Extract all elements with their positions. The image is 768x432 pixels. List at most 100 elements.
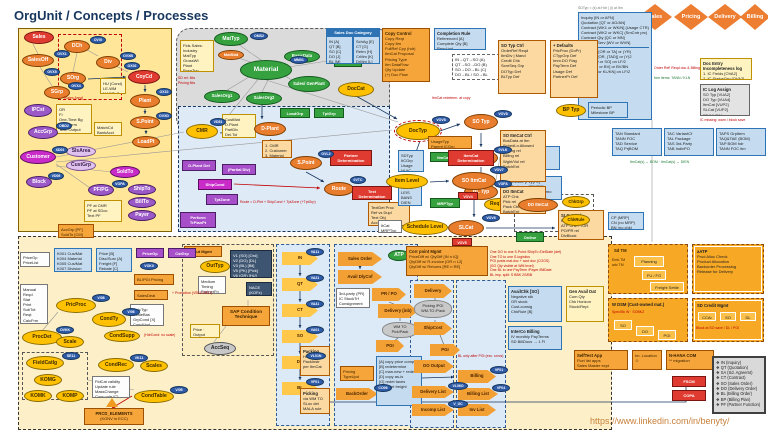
tcode-salesoff: OVX1 (54, 50, 70, 58)
arrow-backorder: BackOrder (336, 388, 378, 400)
tcode-vk11: VK11 (130, 354, 148, 362)
author-url-link[interactable]: https://www.linkedin.com/in/benyty/ (590, 416, 730, 426)
shipcond-label: ShipCond (205, 181, 225, 187)
corr-mgmt-lines: PriceDiff w/ QtyDiff [IN n IQ] QtyDiff w… (409, 253, 463, 270)
org-box3: HU (Cond) LE-WM MASSLG (100, 78, 126, 94)
location-label: Im. Location ☺ (635, 352, 657, 363)
accgrp-pf-lines: AccGrp [PF] SoldTo [CM] (61, 226, 83, 237)
node-komp: KOMP (56, 390, 84, 402)
shipcond-box: ShipCond (198, 179, 232, 190)
corr-mgmt-title: Corr point Mgmt (409, 248, 442, 254)
condtype-ctrl-lines: CalcTyp ScaleBas GrpCond [X] CondUpd (133, 306, 156, 326)
node-matstat: MatStat (218, 50, 244, 60)
node-accseq: AccSeq (204, 342, 236, 355)
copy-control-box: Copy Control Copy Reqt Copy Itm FullRef … (382, 28, 430, 82)
node-chkrule: ChkRule (562, 214, 590, 226)
cust-pricing-box: PriceGp PriceList (20, 252, 50, 267)
arrow-inbound-delivery: Delivery (inb) (378, 304, 418, 318)
availcheck-box: AvailChk [SO] Negative stk GR stock Cust… (508, 286, 562, 322)
node-soldto: SoldTo (110, 166, 140, 178)
tcode-vf01: VF01 (306, 378, 324, 386)
so-itmcat-ctrl-box: SO ItmCat Ctrl BusData at Itm SchedLn Al… (500, 130, 546, 182)
ic-note: IC missing: warn / block save (700, 118, 746, 122)
tcode-cmr: VD51 (210, 118, 226, 126)
itmcat-examples2: TAC VariantCf TAL Package TAS 3rd-Party … (664, 128, 714, 156)
node-pricproc: PricProc (56, 298, 96, 313)
arrow-shipcost: ShipCost (414, 322, 452, 335)
mrptyp-box: MRPTyp (430, 198, 460, 208)
itmcat-green-notes: ItmCat(s) ↔ BOM · ItmCat(s) ↔ DIEN (630, 160, 690, 164)
tcode-route: 0VTC (350, 176, 366, 184)
node-sgrp: SGrp (44, 86, 70, 99)
billing-red-note: BL only after PGI (exc. srvcs) (458, 354, 504, 358)
material-fields-box: Flds Sales: Industry MatTyp GrossWt Plan… (180, 40, 214, 72)
condrec-rules-lines: FldCat validity Update rule MassChange C… (95, 378, 121, 398)
node-sales: Sales (24, 31, 54, 44)
aatp-lines: Prod Alloc Check Product Allocation Back… (697, 253, 737, 275)
selftest-box: SelfTest App Fiori list apps Sales Maste… (574, 350, 628, 370)
tm-chevron-fu: FU / FO (642, 270, 666, 280)
dplant-priority-lines: 1. CMR 2. Customer 3. Material (265, 142, 287, 158)
org-box3-lines: HU (Cond) LE-WM MASSLG (103, 80, 123, 94)
tcode-vl01n: VL01N (306, 352, 326, 360)
bp-types-lines: Periodic BP Milestone BP (591, 104, 615, 115)
dsm-title-box: W DSM (Cust-owned mat.) (610, 300, 686, 309)
node-block: Block (26, 176, 52, 188)
tm-chevron-settle-label: Freight Settle (655, 284, 679, 290)
availcheck-title: AvailChk [SO] (511, 288, 539, 294)
node-slsarea: SlsArea (66, 146, 96, 157)
node-doctyp: DocTyp (394, 120, 442, 142)
tcode-sorg: OVX5 (44, 68, 60, 76)
legend-box: ❖ IN (Inquiry) ❖ QT (Quotation) ❖ SA (Sd… (712, 356, 766, 414)
ic-inputs-box: SDTyp ItCGrp Usage HLItC (398, 150, 424, 172)
aatp-title: aATP (697, 248, 708, 254)
itmcat-examples2-lines: TAC VariantCf TAL Package TAS 3rd-Party … (667, 130, 693, 152)
cloud-wm-to: WM TO Pick/Pack (382, 322, 418, 338)
tcode-itmcat-define: VOV7 (490, 166, 508, 174)
doc-type-caption: SDTyp = (s) at Hdr | (i) at Itm (578, 6, 623, 10)
arrow-inv-list: Inv List (458, 404, 496, 416)
org-box2: MatchCd BankAcct AutoCmpl (94, 122, 122, 136)
tcode-vf01-bill: VF01 (490, 366, 508, 374)
order-gray-note-lines: 3rd-party (PR) IC StockTrf Consignment (339, 290, 365, 306)
arrow-delivery-list: Delivery List (412, 386, 454, 398)
dsm-chevron-so: SO (614, 320, 632, 330)
cond-tables-klines: K001 Cus/Mat K004 Material K005 Cus/Mat … (57, 250, 83, 272)
dplant-det-box: D-Plant Det (182, 160, 216, 171)
tcode-co06: CO06 (374, 384, 392, 392)
doccat-col2-lines: SchAg [E] CT [G] Retrn [H] CrMm [K] DrMm… (356, 38, 374, 64)
pricing-type-upd-label: Pricing TypeUpd (343, 368, 360, 379)
tcode-shippoint: OVL2 (318, 150, 334, 158)
tm-chevron-planning: Planning (634, 256, 664, 267)
order-gray-note: 3rd-party (PR) IC StockTrf Consignment (336, 288, 370, 308)
fscm-label: FSCM (683, 378, 695, 384)
pricing-type-upd-box: Pricing TypeUpd (340, 366, 374, 381)
arrow-pgi: PGI (430, 344, 460, 356)
node-item-level: Item Level (386, 174, 428, 189)
node-sorg1: SalesOrg1 (204, 90, 240, 103)
condition-technique-title: SAP Condition Technique (229, 308, 263, 320)
node-condrec: CondRec (98, 358, 134, 372)
dsm-chevron-do-label: DO (642, 328, 648, 334)
output-detail-box: Medium Timing PartnerFn (198, 276, 226, 294)
tcode-slcat-assign-label: VOV5 (457, 240, 467, 245)
itmcat-examples1-lines: TAN Standard TANN FOC TAD Service TAQ Pr… (615, 130, 641, 152)
node-slcat: SLCat (448, 220, 484, 236)
text-determ-box: Text Determination (352, 186, 392, 200)
tcode-accgrp: OBD2 (56, 122, 72, 130)
incompleteness-log-title: Doc Entry Incompleteness log (703, 60, 743, 71)
so-itmcat-ctrl-lines: BusData at Itm SchedLn Allowed Pricing r… (503, 137, 534, 169)
itmcat-examples1: TAN Standard TANN FOC TAD Service TAQ Pr… (612, 128, 662, 156)
cstgrp-label: CstGrp (175, 250, 189, 256)
condition-technique-box: SAP Condition Technique (222, 306, 270, 326)
text-determ-detail-lines: TextDet Proc Ref vs Dupl Text Obj AccSeq (371, 204, 394, 226)
doc-chains-lines: IN→QT→SO (A) QT→SO→DO (B) SO→DO→BL (C) D… (455, 56, 488, 78)
completion-rule-title: Completion Rule (437, 30, 471, 36)
credit-so-label: SO (725, 314, 731, 320)
node-material: Material (240, 60, 292, 80)
cloud-picking-pack: Picking /PGI WM-TO /Pack (414, 300, 452, 318)
hana-lines: ** migration (669, 357, 690, 363)
node-schedule-level: Schedule Level (402, 220, 448, 235)
node-coycd: CoyCd (128, 70, 160, 84)
picking-lines: via WM TO SLoc det MALA rule (303, 395, 323, 412)
